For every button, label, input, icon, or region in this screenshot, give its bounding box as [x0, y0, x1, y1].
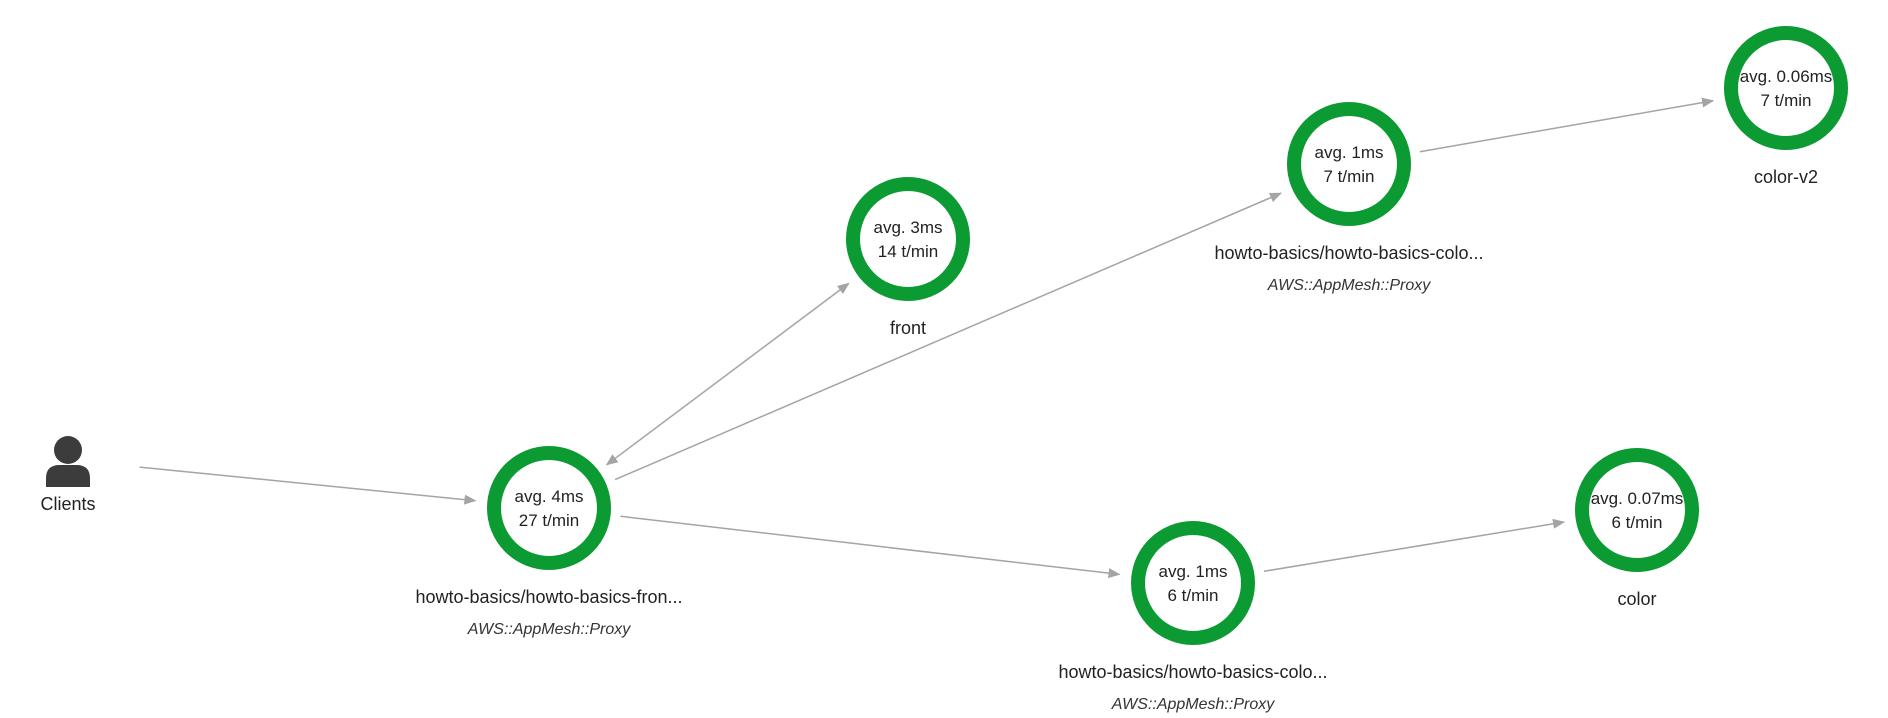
node-color-v2[interactable]: avg. 0.06ms 7 t/min color-v2: [1724, 26, 1848, 187]
node-front[interactable]: avg. 3ms 14 t/min front: [846, 177, 970, 338]
health-ring[interactable]: [1575, 448, 1699, 572]
health-ring[interactable]: [1287, 102, 1411, 226]
health-ring[interactable]: [1724, 26, 1848, 150]
node-color-proxy-bottom[interactable]: avg. 1ms 6 t/min howto-basics/howto-basics…: [1058, 521, 1328, 713]
edge-frontend-proxy-to-color-proxy-top[interactable]: [614, 192, 1282, 481]
node-type: AWS::AppMesh::Proxy: [467, 621, 631, 638]
node-name[interactable]: howto-basics/howto-basics-colo...: [1214, 243, 1483, 263]
node-color-proxy-top[interactable]: avg. 1ms 7 t/min howto-basics/howto-basics…: [1214, 102, 1484, 294]
node-name[interactable]: color: [1617, 589, 1656, 609]
node-name[interactable]: front: [890, 318, 926, 338]
edges-layer: [139, 97, 1715, 579]
node-type: AWS::AppMesh::Proxy: [1111, 696, 1275, 713]
edge-color-proxy-bottom-to-color[interactable]: [1263, 518, 1565, 573]
node-name[interactable]: howto-basics/howto-basics-fron...: [415, 587, 682, 607]
node-name[interactable]: howto-basics/howto-basics-colo...: [1058, 662, 1327, 682]
request-rate: 6 t/min: [1611, 513, 1662, 532]
node-frontend-proxy[interactable]: avg. 4ms 27 t/min howto-basics/howto-basic…: [415, 446, 683, 638]
avg-latency: avg. 0.06ms: [1740, 67, 1833, 86]
request-rate: 7 t/min: [1323, 167, 1374, 186]
request-rate: 14 t/min: [878, 242, 938, 261]
node-color[interactable]: avg. 0.07ms 6 t/min color: [1575, 448, 1699, 609]
request-rate: 27 t/min: [519, 511, 579, 530]
avg-latency: avg. 1ms: [1159, 562, 1228, 581]
user-icon: [46, 436, 90, 487]
edge-frontend-proxy-to-color-proxy-bottom[interactable]: [620, 515, 1121, 579]
clients-label: Clients: [40, 494, 95, 514]
avg-latency: avg. 3ms: [874, 218, 943, 237]
clients-node[interactable]: Clients: [40, 436, 96, 514]
health-ring[interactable]: [846, 177, 970, 301]
health-ring[interactable]: [487, 446, 611, 570]
health-ring[interactable]: [1131, 521, 1255, 645]
nodes-layer: avg. 4ms 27 t/min howto-basics/howto-basic…: [415, 26, 1848, 713]
avg-latency: avg. 0.07ms: [1591, 489, 1684, 508]
edge-color-proxy-top-to-color-v2[interactable]: [1419, 97, 1715, 153]
edge-clients-to-frontend-proxy[interactable]: [139, 466, 477, 505]
avg-latency: avg. 4ms: [515, 487, 584, 506]
node-name[interactable]: color-v2: [1754, 167, 1818, 187]
request-rate: 6 t/min: [1167, 586, 1218, 605]
avg-latency: avg. 1ms: [1315, 143, 1384, 162]
request-rate: 7 t/min: [1760, 91, 1811, 110]
edge-frontend-proxy-to-front[interactable]: [605, 282, 850, 466]
node-type: AWS::AppMesh::Proxy: [1267, 277, 1431, 294]
